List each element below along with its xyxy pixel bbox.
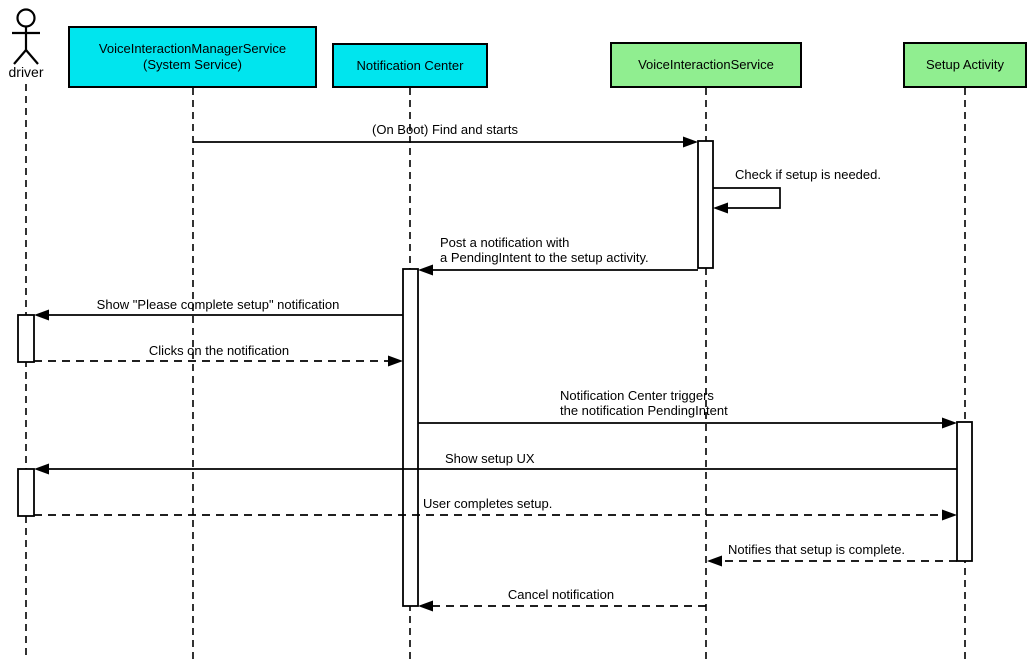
message-label-user-completes-setup: User completes setup. bbox=[423, 496, 553, 511]
activation-voice-interaction-service bbox=[697, 140, 714, 269]
message-arrow-notifies-setup-complete bbox=[707, 555, 957, 567]
message-arrow-cancel-notification bbox=[418, 600, 706, 612]
message-arrow-show-setup-notification bbox=[34, 309, 403, 321]
message-arrow-clicks-notification bbox=[34, 355, 403, 367]
message-label-show-setup-notification: Show "Please complete setup" notificatio… bbox=[96, 297, 340, 312]
message-label-post-notification: Post a notification with a PendingIntent… bbox=[440, 235, 649, 265]
message-label-on-boot-find-and-starts: (On Boot) Find and starts bbox=[372, 122, 518, 137]
message-arrow-post-notification bbox=[418, 264, 698, 276]
message-arrow-on-boot-find-and-starts bbox=[193, 136, 698, 148]
message-label-show-setup-ux: Show setup UX bbox=[445, 451, 535, 466]
participant-voice-interaction-service: VoiceInteractionService bbox=[610, 42, 802, 88]
activation-setup-activity bbox=[956, 421, 973, 562]
message-arrow-user-completes-setup bbox=[34, 509, 957, 521]
activation-driver-1 bbox=[17, 314, 35, 363]
actor-label-driver: driver bbox=[8, 64, 44, 80]
activation-notification-center bbox=[402, 268, 419, 607]
message-arrow-show-setup-ux bbox=[34, 463, 957, 475]
message-label-check-if-setup-needed: Check if setup is needed. bbox=[735, 167, 881, 182]
participant-notification-center: Notification Center bbox=[332, 43, 488, 88]
message-label-notifies-setup-complete: Notifies that setup is complete. bbox=[728, 542, 906, 557]
participant-setup-activity: Setup Activity bbox=[903, 42, 1027, 88]
actor-icon bbox=[12, 8, 40, 65]
message-arrow-trigger-pendingintent bbox=[418, 417, 957, 429]
message-label-clicks-notification: Clicks on the notification bbox=[148, 343, 290, 358]
message-label-trigger-pendingintent: Notification Center triggers the notific… bbox=[560, 388, 728, 418]
message-label-cancel-notification: Cancel notification bbox=[507, 587, 615, 602]
activation-driver-2 bbox=[17, 468, 35, 517]
participant-voice-interaction-manager-service: VoiceInteractionManagerService (System S… bbox=[68, 26, 317, 88]
message-arrow-check-if-setup-needed bbox=[713, 187, 781, 214]
